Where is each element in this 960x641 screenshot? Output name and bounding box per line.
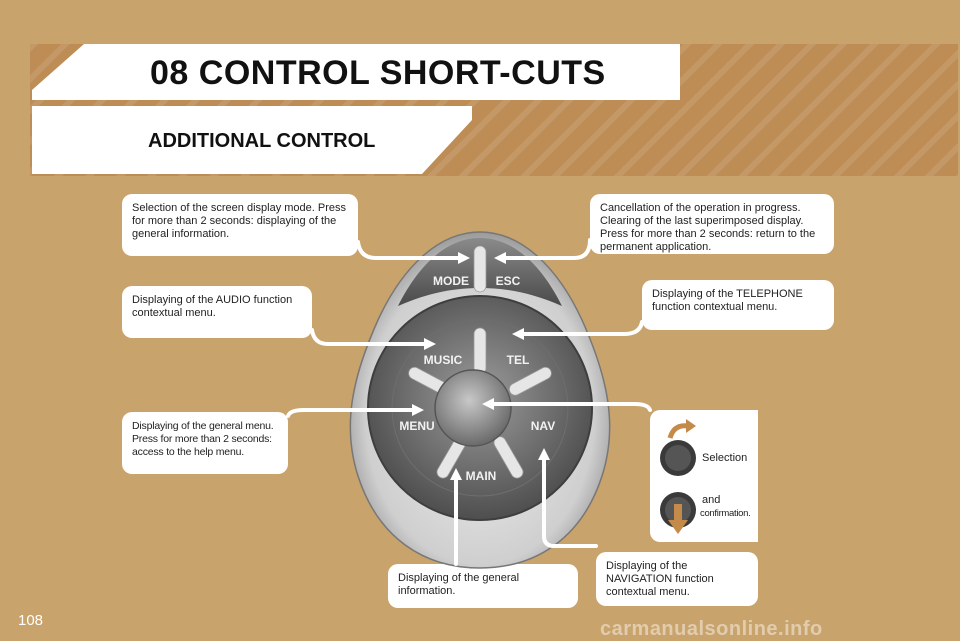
callout-nav: Displaying of the NAVIGATION function co…	[596, 552, 758, 606]
push-arrow-icon	[674, 504, 682, 524]
rotate-arrow-icon	[667, 423, 689, 439]
section-title-panel	[32, 106, 472, 174]
spoke-upper-right	[508, 366, 552, 396]
arrowhead-main	[450, 468, 462, 480]
connector-menu	[286, 408, 420, 418]
arrowhead-esc	[494, 252, 506, 264]
callout-esc: Cancellation of the operation in progres…	[590, 194, 834, 254]
center-knob[interactable]	[434, 369, 512, 447]
connector-esc	[498, 238, 592, 260]
arrowhead-tel	[512, 328, 524, 340]
callout-menu: Displaying of the general menu. Press fo…	[122, 412, 288, 474]
connector-music	[310, 328, 432, 346]
chapter-title: 08 CONTROL SHORT-CUTS	[150, 54, 606, 92]
arrowhead-knob	[482, 398, 494, 410]
spoke-top-cap	[473, 245, 487, 293]
connector-tel	[516, 320, 644, 336]
arrowhead-music	[424, 338, 436, 350]
chapter-title-panel	[32, 44, 680, 100]
connector-nav	[542, 452, 598, 548]
and-label: and	[702, 494, 721, 506]
mode-button[interactable]: MODE	[433, 274, 469, 288]
arrowhead-nav	[538, 448, 550, 460]
main-button[interactable]: MAIN	[466, 469, 497, 483]
callout-music: Displaying of the AUDIO function context…	[122, 286, 312, 338]
selection-label: Selection	[702, 452, 748, 464]
knob-icons	[660, 419, 696, 534]
esc-button[interactable]: ESC	[496, 274, 521, 288]
callout-main: Displaying of the general information.	[388, 564, 578, 608]
tel-button[interactable]: TEL	[507, 353, 530, 367]
arrowhead-mode	[458, 252, 470, 264]
connector-mode	[356, 240, 466, 260]
callout-tel: Displaying of the TELEPHONE function con…	[642, 280, 834, 330]
music-button[interactable]: MUSIC	[424, 353, 463, 367]
menu-button[interactable]: MENU	[399, 419, 434, 433]
section-title: ADDITIONAL CONTROL	[148, 130, 376, 152]
spoke-top	[473, 327, 487, 375]
watermark: carmanualsonline.info	[600, 618, 823, 640]
callout-mode: Selection of the screen display mode. Pr…	[122, 194, 358, 256]
nav-button[interactable]: NAV	[531, 419, 555, 433]
rotate-arrowhead-icon	[686, 419, 696, 433]
arrowhead-menu	[412, 404, 424, 416]
confirmation-label: confirmation.	[700, 508, 751, 519]
connector-knob	[486, 402, 652, 412]
page-number: 108	[18, 612, 44, 629]
